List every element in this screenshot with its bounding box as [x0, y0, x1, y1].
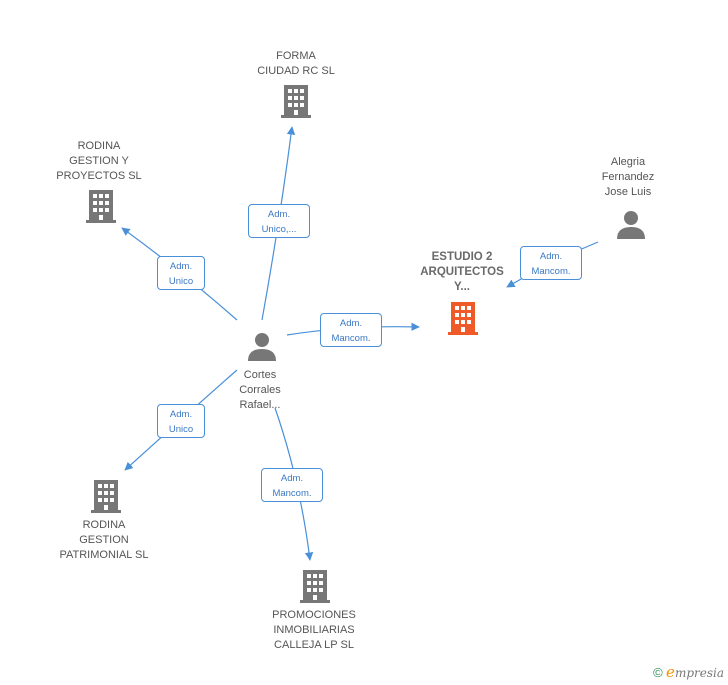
node-label-line: FORMA [276, 50, 316, 62]
edge-label-alegria[interactable]: Adm. Mancom. [520, 246, 582, 280]
node-promociones-inmobiliarias[interactable]: PROMOCIONES INMOBILIARIAS CALLEJA LP SL [256, 608, 372, 653]
person-icon [248, 333, 276, 361]
node-label-line: GESTION Y [69, 155, 129, 167]
edge-label-forma[interactable]: Adm. Unico,... [248, 204, 310, 238]
node-label-line: Jose Luis [604, 186, 652, 198]
footer-brand: © empresia [653, 663, 724, 681]
edge-label-line: Adm. [267, 209, 291, 220]
building-icon [281, 85, 311, 118]
node-forma-ciudad-rc[interactable]: FORMA CIUDAD RC SL [246, 49, 346, 79]
edge-label-line: Adm. [169, 409, 193, 420]
node-label-line: Cortes [243, 369, 277, 381]
edge-label-line: Adm. [339, 318, 363, 329]
node-label-line: RODINA [77, 140, 121, 152]
edge-label-line: Mancom. [272, 488, 312, 499]
edge-label-rodina-gp[interactable]: Adm. Unico [157, 256, 205, 290]
node-label-line: PROYECTOS SL [56, 170, 142, 182]
node-label-line: Y... [454, 281, 470, 293]
copyright-icon: © [653, 665, 663, 680]
node-label-line: Alegria [610, 156, 646, 168]
node-label-line: GESTION [79, 534, 129, 546]
building-icon [300, 570, 330, 603]
node-label-line: ESTUDIO 2 [431, 251, 493, 263]
empresia-logo: empresia [666, 663, 724, 681]
node-label-line: PATRIMONIAL SL [59, 549, 149, 561]
edge-label-line: Adm. [539, 251, 563, 262]
edge-label-line: Mancom. [531, 266, 571, 277]
node-rodina-gestion-patrimonial[interactable]: RODINA GESTION PATRIMONIAL SL [49, 518, 159, 563]
edge-label-line: Unico [168, 276, 194, 287]
building-icon [91, 480, 121, 513]
building-icon-highlight [448, 302, 478, 335]
edge-label-line: Adm. [169, 261, 193, 272]
node-cortes-corrales[interactable]: Cortes Corrales Rafael... [220, 368, 300, 413]
edge-label-estudio[interactable]: Adm. Mancom. [320, 313, 382, 347]
node-label-line: INMOBILIARIAS [273, 624, 355, 636]
edge-label-line: Unico,... [261, 224, 297, 235]
edge-label-rodina-patrimonial[interactable]: Adm. Unico [157, 404, 205, 438]
edge-label-line: Adm. [280, 473, 304, 484]
edge-label-line: Mancom. [331, 333, 371, 344]
edge-label-promociones[interactable]: Adm. Mancom. [261, 468, 323, 502]
node-label-line: CIUDAD RC SL [257, 65, 335, 77]
edge-label-line: Unico [168, 424, 194, 435]
node-label-line: RODINA [82, 519, 126, 531]
node-label-line: ARQUITECTOS [420, 266, 504, 278]
node-rodina-gestion-proyectos[interactable]: RODINA GESTION Y PROYECTOS SL [49, 139, 149, 184]
node-label-line: Corrales [239, 384, 281, 396]
building-icon [86, 190, 116, 223]
node-alegria-fernandez[interactable]: Alegria Fernandez Jose Luis [588, 155, 668, 200]
node-label-line: Rafael... [239, 399, 281, 411]
node-estudio-2-arquitectos[interactable]: ESTUDIO 2 ARQUITECTOS Y... [412, 250, 512, 295]
node-label-line: CALLEJA LP SL [274, 639, 354, 651]
person-icon [617, 211, 645, 239]
node-label-line: PROMOCIONES [272, 609, 356, 621]
node-label-line: Fernandez [601, 171, 655, 183]
